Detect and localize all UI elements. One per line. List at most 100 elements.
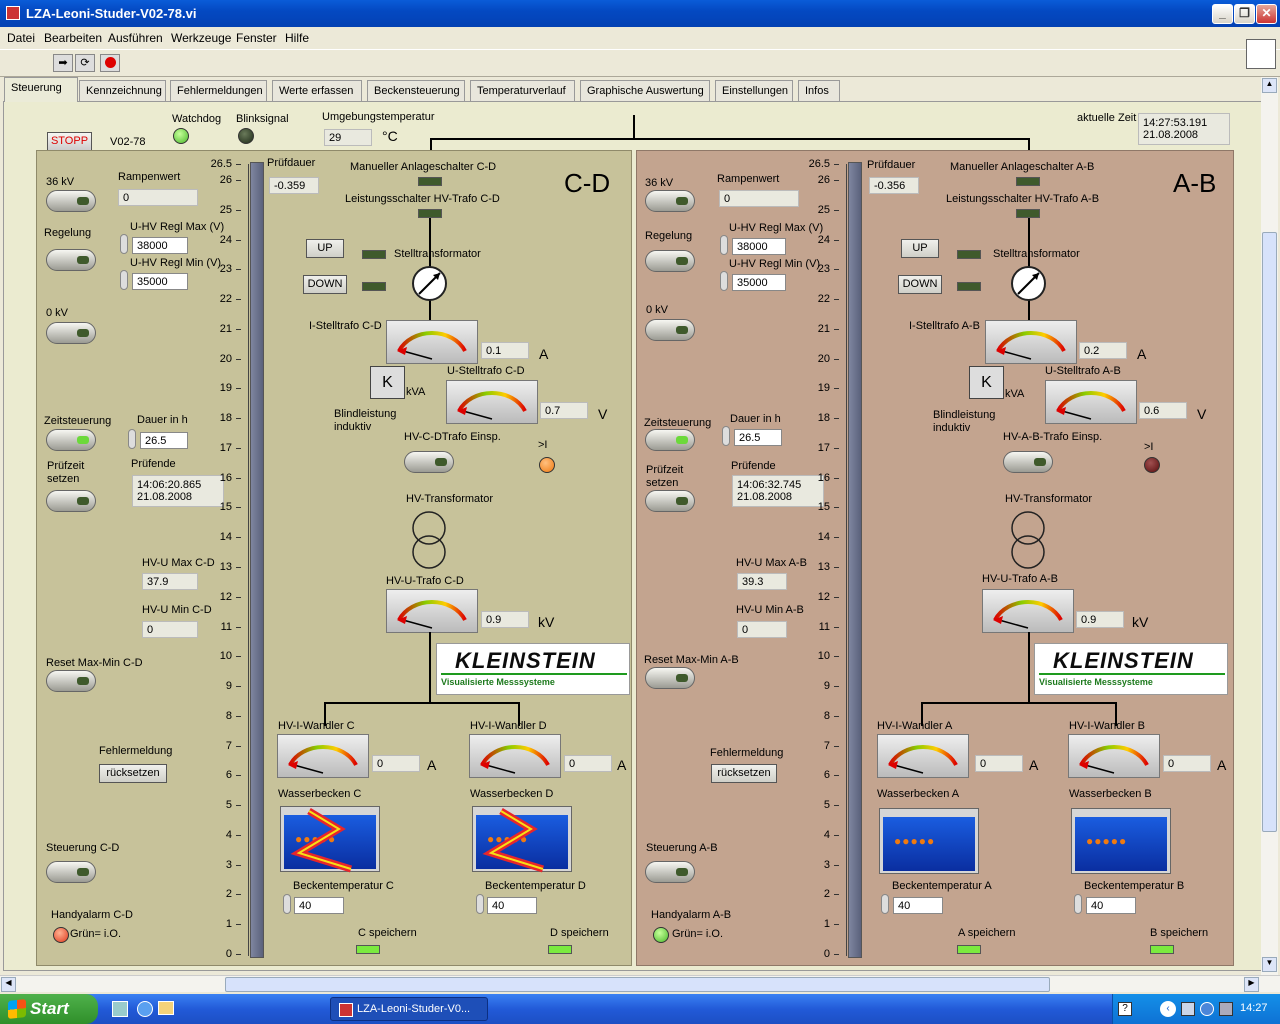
- kv36-button[interactable]: [645, 190, 695, 212]
- regl-min-stepper[interactable]: [120, 270, 128, 290]
- scroll-down-arrow-icon[interactable]: ▼: [1262, 957, 1277, 972]
- scroll-up-arrow-icon[interactable]: ▲: [1262, 78, 1277, 93]
- becken1-tank: ●●●●●: [879, 808, 979, 874]
- temp2-input[interactable]: 40: [1086, 897, 1136, 914]
- tab-graphische-auswertung[interactable]: Graphische Auswertung: [580, 80, 710, 101]
- pruefende-date: 21.08.2008: [737, 491, 793, 503]
- tray-expand-icon[interactable]: ‹: [1160, 1001, 1176, 1017]
- menu-werkzeuge[interactable]: Werkzeuge: [171, 31, 232, 45]
- pruefzeit-button[interactable]: [645, 490, 695, 512]
- dauer-stepper[interactable]: [128, 429, 136, 449]
- stopp-button[interactable]: STOPP: [47, 132, 92, 151]
- scale-tick-mark: [236, 477, 241, 479]
- dauer-input[interactable]: 26.5: [734, 429, 782, 446]
- regl-max-stepper[interactable]: [720, 235, 728, 255]
- tab-kennzeichnung[interactable]: Kennzeichnung: [79, 80, 166, 101]
- close-button[interactable]: ✕: [1256, 4, 1277, 24]
- speichern1-led[interactable]: [356, 945, 380, 954]
- scroll-thumb-h[interactable]: [225, 977, 1050, 992]
- help-tray-icon[interactable]: ?: [1118, 1002, 1132, 1016]
- monitor-tray-icon[interactable]: [1219, 1002, 1233, 1016]
- horizontal-scrollbar[interactable]: ◀ ▶: [0, 975, 1280, 992]
- einsp-button[interactable]: [1003, 451, 1053, 473]
- kv36-button[interactable]: [46, 190, 96, 212]
- zeitsteuerung-button[interactable]: [46, 429, 96, 451]
- tab-beckensteuerung[interactable]: Beckensteuerung: [367, 80, 465, 101]
- speichern2-led[interactable]: [548, 945, 572, 954]
- tab-steuerung[interactable]: Steuerung: [4, 77, 78, 102]
- k-box: K: [370, 366, 405, 399]
- tab-einstellungen[interactable]: Einstellungen: [715, 80, 793, 101]
- speichern2-led[interactable]: [1150, 945, 1174, 954]
- pruefzeit-button[interactable]: [46, 490, 96, 512]
- menu-fenster[interactable]: Fenster: [236, 31, 277, 45]
- scroll-left-arrow-icon[interactable]: ◀: [1, 977, 16, 992]
- steuerung-button[interactable]: [46, 861, 96, 883]
- down-button[interactable]: DOWN: [303, 275, 347, 294]
- up-button[interactable]: UP: [306, 239, 344, 258]
- ruecksetzen-button[interactable]: rücksetzen: [711, 764, 777, 783]
- up-led: [957, 250, 981, 259]
- kv0-button[interactable]: [645, 319, 695, 341]
- i-stell-label: I-Stelltrafo C-D: [309, 320, 382, 332]
- tab-werte-erfassen[interactable]: Werte erfassen: [272, 80, 362, 101]
- minimize-button[interactable]: _: [1212, 4, 1233, 24]
- regelung-button[interactable]: [645, 250, 695, 272]
- temp1-input[interactable]: 40: [893, 897, 943, 914]
- scroll-right-arrow-icon[interactable]: ▶: [1244, 977, 1259, 992]
- zeitsteuerung-button[interactable]: [645, 429, 695, 451]
- steuerung-led: [676, 868, 688, 876]
- temp1-input[interactable]: 40: [294, 897, 344, 914]
- temp1-stepper[interactable]: [881, 894, 889, 914]
- regl-max-input[interactable]: 38000: [732, 238, 786, 255]
- regl-min-input[interactable]: 35000: [132, 273, 188, 290]
- wandler2-unit: A: [617, 757, 627, 773]
- vertical-scrollbar[interactable]: ▲ ▼: [1261, 77, 1278, 975]
- kv0-button[interactable]: [46, 322, 96, 344]
- run-continuous-icon[interactable]: ⟳: [75, 54, 95, 72]
- dauer-input[interactable]: 26.5: [140, 432, 188, 449]
- dauer-stepper[interactable]: [722, 426, 730, 446]
- reset-button[interactable]: [645, 667, 695, 689]
- run-arrow-icon[interactable]: ➡: [53, 54, 73, 72]
- regl-max-stepper[interactable]: [120, 234, 128, 254]
- scroll-thumb[interactable]: [1262, 232, 1277, 832]
- network-tray-icon[interactable]: [1181, 1002, 1195, 1016]
- tab-infos[interactable]: Infos: [798, 80, 840, 101]
- menu-hilfe[interactable]: Hilfe: [285, 31, 310, 45]
- abort-icon[interactable]: [100, 54, 120, 72]
- temp2-input[interactable]: 40: [487, 897, 537, 914]
- quicklaunch-desktop-icon[interactable]: [112, 1001, 128, 1017]
- temp1-stepper[interactable]: [283, 894, 291, 914]
- menu-ausfuehren[interactable]: Ausführen: [108, 31, 163, 45]
- down-button[interactable]: DOWN: [898, 275, 942, 294]
- quicklaunch-folder-icon[interactable]: [158, 1001, 174, 1015]
- speichern1-led[interactable]: [957, 945, 981, 954]
- scale-tick-label: 12: [817, 590, 830, 603]
- up-button[interactable]: UP: [901, 239, 939, 258]
- quicklaunch-ie-icon[interactable]: [137, 1001, 153, 1017]
- regl-max-input[interactable]: 38000: [132, 237, 188, 254]
- menu-datei[interactable]: Datei: [7, 31, 36, 45]
- pruefzeit-label: Prüfzeit: [646, 464, 684, 476]
- tab-fehlermeldungen[interactable]: Fehlermeldungen: [170, 80, 267, 101]
- tab-temperaturverlauf[interactable]: Temperaturverlauf: [470, 80, 575, 101]
- scale-tick-mark: [236, 180, 241, 181]
- fehlermeldung-label: Fehlermeldung: [710, 747, 784, 759]
- temp2-stepper[interactable]: [1074, 894, 1082, 914]
- einsp-button[interactable]: [404, 451, 454, 473]
- taskbar-task-button[interactable]: LZA-Leoni-Studer-V0...: [330, 997, 488, 1021]
- steuerung-button[interactable]: [645, 861, 695, 883]
- maximize-button[interactable]: ❐: [1234, 4, 1255, 24]
- temp2-stepper[interactable]: [476, 894, 484, 914]
- gauge-needle-icon: [1056, 391, 1126, 420]
- pruefende-display: 14:06:20.865 21.08.2008: [132, 475, 224, 507]
- volume-tray-icon[interactable]: [1200, 1002, 1214, 1016]
- menu-bearbeiten[interactable]: Bearbeiten: [44, 31, 103, 45]
- regl-min-input[interactable]: 35000: [732, 274, 786, 291]
- regelung-button[interactable]: [46, 249, 96, 271]
- regl-min-stepper[interactable]: [720, 271, 728, 291]
- scale-tick-label: 13: [219, 561, 232, 573]
- reset-button[interactable]: [46, 670, 96, 692]
- ruecksetzen-button[interactable]: rücksetzen: [99, 764, 167, 783]
